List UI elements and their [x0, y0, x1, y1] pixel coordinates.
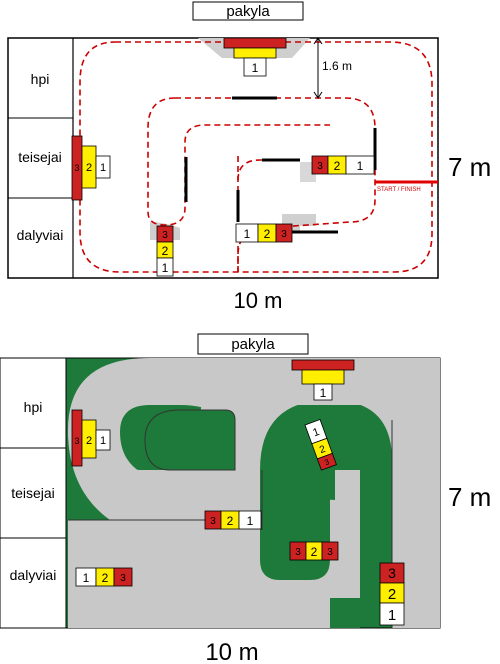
svg-text:3: 3	[317, 161, 323, 172]
svg-text:1: 1	[311, 426, 321, 439]
svg-text:1: 1	[357, 159, 364, 173]
bottom-zone-dalyviai: dalyviai	[10, 567, 57, 583]
svg-text:3: 3	[327, 547, 333, 558]
svg-text:2: 2	[311, 545, 318, 559]
svg-text:3: 3	[281, 229, 287, 240]
svg-text:3: 3	[295, 547, 301, 558]
bottom-zone-teisejai: teisejai	[11, 485, 55, 501]
svg-text:3: 3	[210, 516, 216, 527]
top-stage-label: pakyla	[226, 3, 270, 20]
svg-text:1: 1	[100, 435, 106, 447]
top-podium-stage: 1	[223, 37, 287, 77]
svg-text:1: 1	[388, 607, 396, 624]
svg-text:1: 1	[100, 162, 106, 174]
top-inner-track-line	[175, 97, 376, 272]
bottom-podium-right: 3 2 1	[379, 562, 405, 626]
bottom-height-label: 7 m	[448, 482, 491, 512]
top-outer-track-line	[79, 41, 433, 273]
top-width-label: 10 m	[234, 288, 283, 313]
svg-text:2: 2	[318, 444, 327, 456]
top-plan: pakyla hpi teisejai dalyviai 1.6 m	[7, 1, 491, 313]
svg-text:3: 3	[74, 436, 79, 446]
svg-text:1: 1	[320, 386, 327, 400]
svg-text:2: 2	[86, 162, 92, 174]
bottom-podium-stage: 1	[291, 359, 355, 401]
svg-text:3: 3	[388, 565, 396, 581]
top-zone-dalyviai: dalyviai	[17, 227, 64, 243]
top-start-finish-label: START / FINISH	[377, 187, 421, 193]
top-podium-left-lane: 3 2 1	[156, 225, 174, 277]
svg-text:3: 3	[323, 457, 331, 467]
svg-text:3: 3	[120, 573, 126, 584]
top-stage-box	[192, 1, 304, 21]
bottom-stage-label: pakyla	[231, 336, 275, 353]
svg-text:1: 1	[244, 227, 251, 241]
svg-text:3: 3	[162, 230, 168, 241]
svg-text:1: 1	[252, 61, 259, 75]
bottom-width-label: 10 m	[205, 639, 258, 664]
top-podium-judges: 1 2 3	[71, 135, 111, 201]
svg-text:1: 1	[247, 514, 254, 528]
bottom-stage-box	[197, 333, 309, 355]
top-podium-center: 3 2 1	[311, 155, 375, 175]
svg-text:2: 2	[264, 227, 271, 241]
top-height-label: 7 m	[448, 152, 491, 182]
svg-text:1: 1	[162, 261, 169, 275]
bottom-podium-participants: 1 2 3	[75, 567, 133, 587]
svg-text:2: 2	[227, 514, 234, 528]
svg-text:2: 2	[102, 571, 109, 585]
bottom-podium-center: 3 2 3	[289, 541, 339, 561]
svg-text:2: 2	[388, 586, 396, 603]
bottom-podium-middle: 3 2 1	[204, 510, 262, 530]
top-gap-label: 1.6 m	[322, 59, 352, 73]
top-zone-hpi: hpi	[31, 71, 50, 87]
top-podium-lower: 1 2 3	[235, 223, 293, 243]
svg-text:2: 2	[86, 435, 92, 447]
svg-text:2: 2	[162, 244, 169, 258]
svg-text:2: 2	[334, 159, 341, 173]
bottom-zone-hpi: hpi	[24, 399, 43, 415]
svg-text:1: 1	[83, 571, 90, 585]
bottom-podium-judges: 1 2 3	[71, 409, 111, 467]
bottom-podium-tilted: 1 2 3	[304, 419, 337, 471]
top-zone-teisejai: teisejai	[18, 149, 62, 165]
bottom-plan: pakyla hpi teisejai dalyviai	[0, 333, 491, 664]
svg-text:3: 3	[74, 163, 79, 173]
